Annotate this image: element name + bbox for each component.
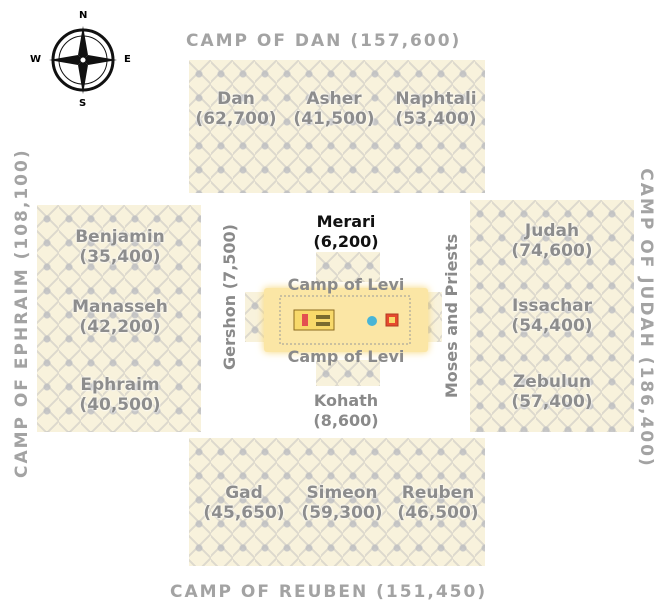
camp-reuben-title: CAMP OF REUBEN (151,450) (170, 582, 487, 602)
compass-south: S (79, 98, 86, 109)
camp-ephraim-title: CAMP OF EPHRAIM (108,100) (12, 178, 32, 478)
tribe-zebulun: Zebulun (57,400) (482, 372, 622, 412)
tribe-benjamin: Benjamin (35,400) (50, 227, 190, 267)
tribe-judah: Judah (74,600) (482, 221, 622, 261)
camp-judah-title: CAMP OF JUDAH (186,400) (636, 168, 656, 468)
levi-camp-top: Camp of Levi (268, 275, 424, 295)
levi-merari-name: Merari (296, 212, 396, 232)
levi-kohath-name: Kohath (296, 391, 396, 411)
tribe-issachar: Issachar (54,400) (482, 296, 622, 336)
tribe-gad-name: Gad (196, 483, 292, 503)
tribe-gad: Gad (45,650) (196, 483, 292, 523)
tribe-zebulun-count: (57,400) (482, 392, 622, 412)
tribe-simeon-count: (59,300) (292, 503, 392, 523)
tribe-dan-count: (62,700) (188, 109, 284, 129)
levi-merari-count: (6,200) (296, 232, 396, 252)
tribe-asher-count: (41,500) (284, 109, 384, 129)
tribe-judah-name: Judah (482, 221, 622, 241)
tribe-manasseh: Manasseh (42,200) (50, 297, 190, 337)
tribe-simeon-name: Simeon (292, 483, 392, 503)
compass-rose: N S W E (30, 10, 140, 110)
tribe-manasseh-name: Manasseh (50, 297, 190, 317)
tribe-benjamin-name: Benjamin (50, 227, 190, 247)
tribe-zebulun-name: Zebulun (482, 372, 622, 392)
tribe-naphtali: Naphtali (53,400) (384, 89, 488, 129)
tribe-gad-count: (45,650) (196, 503, 292, 523)
tribe-judah-count: (74,600) (482, 241, 622, 261)
tribe-reuben-count: (46,500) (390, 503, 486, 523)
levi-moses: Moses and Priests (442, 231, 462, 401)
compass-west: W (30, 54, 41, 65)
tabernacle (264, 288, 428, 352)
tribe-reuben: Reuben (46,500) (390, 483, 486, 523)
tribe-reuben-name: Reuben (390, 483, 486, 503)
levi-gershon-count: (7,500) (220, 224, 239, 289)
tribe-issachar-name: Issachar (482, 296, 622, 316)
levi-kohath-count: (8,600) (296, 411, 396, 431)
levi-gershon: Gershon (7,500) (220, 250, 240, 370)
tribe-manasseh-count: (42,200) (50, 317, 190, 337)
tribe-simeon: Simeon (59,300) (292, 483, 392, 523)
tribe-dan-name: Dan (188, 89, 284, 109)
tribe-ephraim-count: (40,500) (50, 395, 190, 415)
levi-merari: Merari (6,200) (296, 212, 396, 252)
tribe-dan: Dan (62,700) (188, 89, 284, 129)
levi-camp-bottom: Camp of Levi (268, 347, 424, 367)
tabernacle-icon (264, 288, 428, 352)
camp-dan-title: CAMP OF DAN (157,600) (186, 31, 461, 51)
tribe-asher: Asher (41,500) (284, 89, 384, 129)
tribe-benjamin-count: (35,400) (50, 247, 190, 267)
tribe-naphtali-count: (53,400) (384, 109, 488, 129)
tribe-ephraim: Ephraim (40,500) (50, 375, 190, 415)
levi-gershon-name: Gershon (220, 295, 239, 370)
tribe-issachar-count: (54,400) (482, 316, 622, 336)
compass-north: N (79, 10, 87, 21)
compass-east: E (124, 54, 131, 65)
tribe-naphtali-name: Naphtali (384, 89, 488, 109)
tribe-asher-name: Asher (284, 89, 384, 109)
tribe-ephraim-name: Ephraim (50, 375, 190, 395)
levi-kohath: Kohath (8,600) (296, 391, 396, 431)
